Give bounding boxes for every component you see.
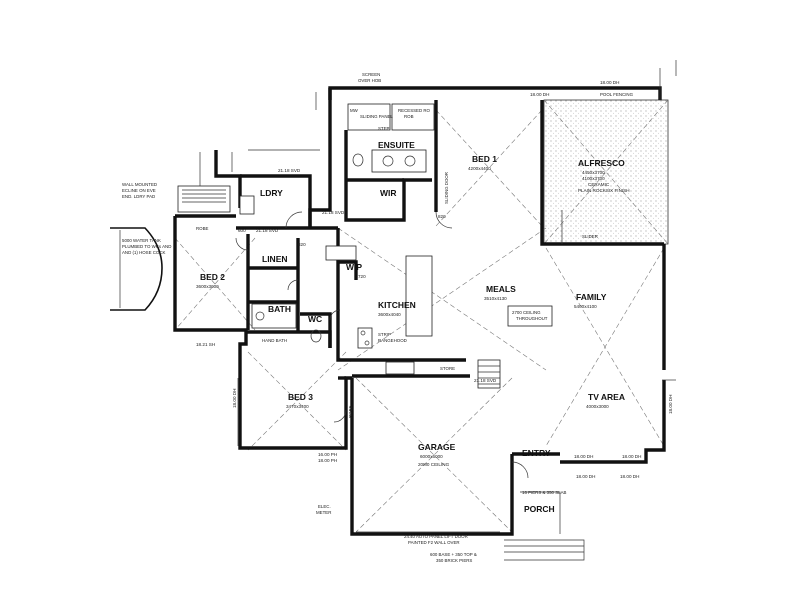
note-mw-3: RECESSED RO xyxy=(398,108,431,113)
note-robe-alfresco: SLIDING DOOR xyxy=(444,172,449,204)
dim-04: 21.18 SVD xyxy=(474,378,497,383)
note-hand-bath: HAND BATH xyxy=(262,338,287,343)
interior-walls xyxy=(236,100,664,456)
note-water-tank-3: AND (1) HOSE COCK xyxy=(122,250,165,255)
room-diagonals xyxy=(174,109,665,533)
room-garage-dim: 6000x6000 xyxy=(420,454,443,459)
room-family: FAMILY xyxy=(576,292,607,302)
dim-18: 820 xyxy=(438,214,446,219)
room-ensuite: ENSUITE xyxy=(378,140,415,150)
dim-02: 18.00 DH xyxy=(600,80,619,85)
note-mw-1: MW xyxy=(350,108,359,113)
note-ceiling-1: 2700 CEILING xyxy=(512,310,541,315)
dim-19: 720 xyxy=(358,274,366,279)
marker-lines xyxy=(199,60,677,446)
dim-11: 21.18 SVD xyxy=(322,210,345,215)
dim-16: 600 xyxy=(238,228,246,233)
dim-14: 18.00 DH xyxy=(232,389,237,408)
dim-17: 820 xyxy=(298,242,306,247)
room-alfresco: ALFRESCO xyxy=(578,158,625,168)
note-elec: ELEC. xyxy=(318,504,331,509)
note-wall-mounted: WALL MOUNTED xyxy=(122,182,157,187)
room-garage-ceiling: 20M0 CEILING xyxy=(418,462,450,467)
dim-03: 21.18 SVD xyxy=(278,168,301,173)
dim-08: 18.00 DH xyxy=(622,454,641,459)
dim-09: 16.00 PH xyxy=(318,452,337,457)
dim-01: 18.00 DH xyxy=(530,92,549,97)
room-laundry: LDRY xyxy=(260,188,283,198)
room-linen: LINEN xyxy=(262,254,288,264)
note-ceiling-2: THROUGHOUT xyxy=(516,316,548,321)
room-garage: GARAGE xyxy=(418,442,456,452)
room-alfresco-dim1: 4450x3700 xyxy=(582,170,605,175)
dim-06: 18.21 SH xyxy=(196,342,215,347)
note-water-tank-1: 5000 WATER TANK xyxy=(122,238,161,243)
note-brick-2: 350 BRICK PIERS xyxy=(436,558,472,563)
note-door-2: PAINTED F2 WALL OVER xyxy=(408,540,460,545)
room-porch: PORCH xyxy=(524,504,555,514)
dim-13: 18.00 DH xyxy=(620,474,639,479)
dim-15: 18.00 DH xyxy=(668,395,673,414)
dimension-labels: 18.00 DH 18.00 DH 21.18 SVD 21.18 SVD 21… xyxy=(196,80,673,479)
room-meals: MEALS xyxy=(486,284,516,294)
room-bed3-dim: 3470x3400 xyxy=(286,404,309,409)
dim-07: 18.00 DH xyxy=(574,454,593,459)
dim-10: 18.00 PH xyxy=(318,458,337,463)
note-rangehood: RANGEHOOD xyxy=(378,338,407,343)
note-screen: SCREEN xyxy=(362,72,380,77)
room-wip: WIP xyxy=(346,262,362,272)
note-over-hob: OVER HOB xyxy=(358,78,381,83)
fixtures xyxy=(177,103,585,561)
room-robe-bed3: ROBE xyxy=(348,405,353,418)
dim-12: 18.00 DH xyxy=(576,474,595,479)
room-alfresco-dim4: PLAIN ROCKSIX FINISH xyxy=(578,188,630,193)
room-bed1: BED 1 xyxy=(472,154,497,164)
dim-05: 21.18 SVD xyxy=(256,228,279,233)
note-brick-1: 600 BASE + 350 TOP & xyxy=(430,552,477,557)
room-bed3: BED 3 xyxy=(288,392,313,402)
note-pool-fencing: POOL FENCING xyxy=(600,92,634,97)
alfresco-area xyxy=(543,99,669,245)
room-bed2-dim: 3600x3000 xyxy=(196,284,219,289)
room-entry: ENTRY xyxy=(522,448,551,458)
room-store: STORE xyxy=(440,366,455,371)
room-labels: ENSUITE BED 1 4200x4400 ALFRESCO 4450x37… xyxy=(196,140,630,514)
room-tv-area: TV AREA xyxy=(588,392,625,402)
note-eve-1: ECLINE ON EVE xyxy=(122,188,156,193)
note-mw-5: STEP xyxy=(378,126,390,131)
note-slider: SLIDER xyxy=(582,234,598,239)
door-swings xyxy=(235,211,529,479)
note-mw-2: SLIDING PANEL xyxy=(360,114,393,119)
room-alfresco-dim2: 4100x3700 xyxy=(582,176,605,181)
note-strip: STRIP xyxy=(378,332,391,337)
room-bath: BATH xyxy=(268,304,291,314)
water-tank xyxy=(110,227,163,311)
note-door-1: 24.40 AUTO PANEL LIFT DOOR xyxy=(404,534,468,539)
note-mw-4: ROB xyxy=(404,114,414,119)
room-family-dim: 5400x4100 xyxy=(574,304,597,309)
room-bed1-dim: 4200x4400 xyxy=(468,166,491,171)
room-bed2: BED 2 xyxy=(200,272,225,282)
note-water-tank-2: PLUMBED TO WCs AND xyxy=(122,244,171,249)
room-kitchen-dim: 3600x4040 xyxy=(378,312,401,317)
room-wc: WC xyxy=(308,314,322,324)
note-porch-dim: 16 PIERS & 350 SLAB xyxy=(522,490,566,495)
note-meter: METER xyxy=(316,510,331,515)
room-meals-dim: 3510x4130 xyxy=(484,296,507,301)
note-eve-2: END. LDRY PAD xyxy=(122,194,155,199)
room-wir-main: WIR xyxy=(380,188,397,198)
room-alfresco-dim3: CERAMIC xyxy=(588,182,610,187)
drawing-notes: SCREEN OVER HOB POOL FENCING WALL MOUNTE… xyxy=(122,72,634,563)
room-tv-area-dim: 4000x3000 xyxy=(586,404,609,409)
room-robe-bed2: ROBE xyxy=(196,226,209,231)
room-kitchen: KITCHEN xyxy=(378,300,416,310)
